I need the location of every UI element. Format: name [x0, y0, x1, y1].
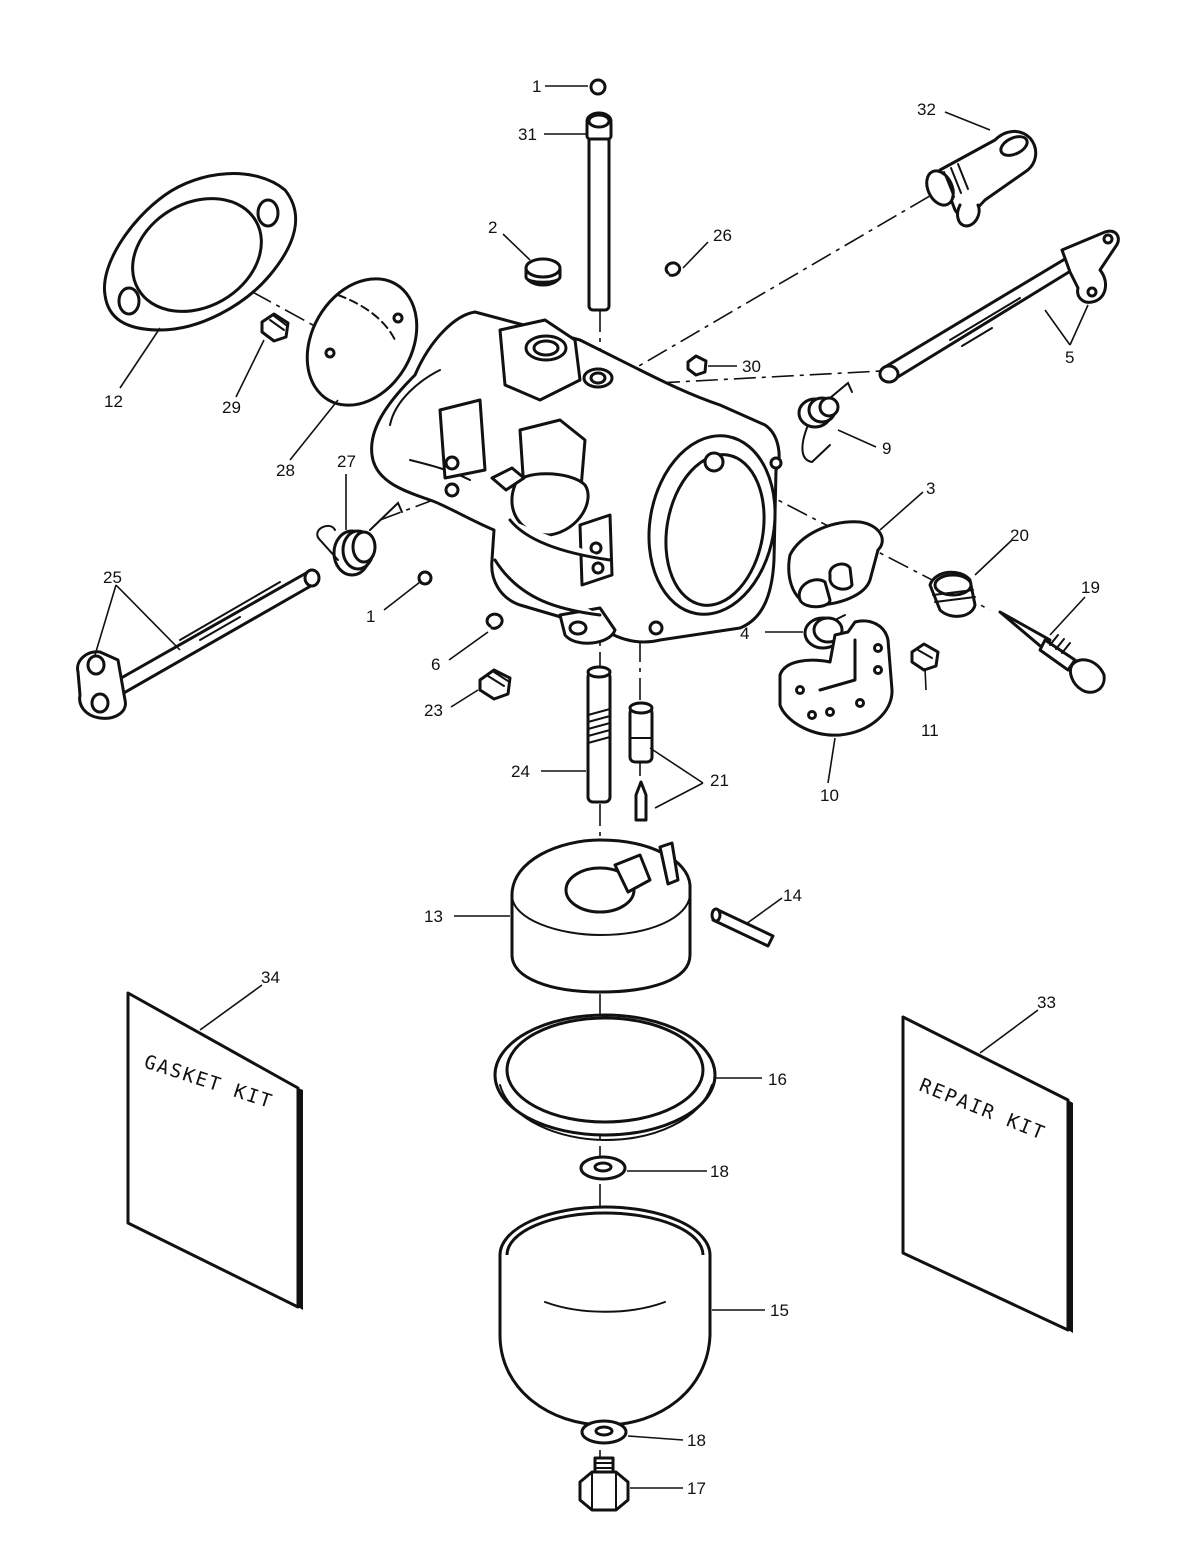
- callout-18-bottom: 18: [687, 1431, 706, 1450]
- callout-1-mid: 1: [366, 607, 375, 626]
- gasket-ring-part: [493, 1013, 717, 1142]
- callout-9: 9: [882, 439, 891, 458]
- callout-10: 10: [820, 786, 839, 805]
- clip-part-26: [664, 261, 682, 277]
- washer-part-18-bottom: [580, 1419, 628, 1445]
- callout-2: 2: [488, 218, 497, 237]
- gasket-flange-part: [102, 172, 298, 332]
- float-part: [510, 838, 692, 994]
- callout-34: 34: [261, 968, 280, 987]
- choke-shaft-part-left: [76, 568, 321, 720]
- screw-part-30: [686, 354, 708, 377]
- callout-16: 16: [768, 1070, 787, 1089]
- spring-part-27: [316, 501, 403, 577]
- callout-28: 28: [276, 461, 295, 480]
- float-bowl-part: [498, 1205, 712, 1427]
- callout-26: 26: [713, 226, 732, 245]
- clip-part-6: [485, 612, 504, 630]
- needle-screw-part: [998, 610, 1106, 694]
- callout-20: 20: [1010, 526, 1029, 545]
- callout-5: 5: [1065, 348, 1074, 367]
- cap-part-1-top: [589, 78, 607, 96]
- needle-valve-part: [628, 701, 654, 822]
- callout-32: 32: [917, 100, 936, 119]
- spring-part-9: [797, 381, 853, 464]
- callout-31: 31: [518, 125, 537, 144]
- cap-part-1-mid: [417, 570, 433, 586]
- fitting-part-20: [928, 570, 977, 618]
- callout-24: 24: [511, 762, 530, 781]
- callout-13: 13: [424, 907, 443, 926]
- tube-part-31: [585, 111, 613, 312]
- callout-1-top: 1: [532, 77, 541, 96]
- throttle-shaft-part-right: [878, 229, 1120, 384]
- callout-labels: 1 31 2 26 32 5 30 9 3 20 19 4 11 10 21 2…: [103, 77, 1100, 1498]
- screw-part-29: [260, 312, 290, 343]
- callout-18-top: 18: [710, 1162, 729, 1181]
- leader-lines: [94, 85, 1089, 1489]
- repair-kit-card: REPAIR KIT: [901, 1015, 1073, 1333]
- bracket-plate-part: [778, 619, 894, 737]
- screw-part-23: [478, 668, 512, 701]
- pin-part-24: [586, 665, 612, 804]
- callout-27: 27: [337, 452, 356, 471]
- callout-17: 17: [687, 1479, 706, 1498]
- hinge-pin-part: [710, 907, 775, 948]
- callout-21: 21: [710, 771, 729, 790]
- callout-3: 3: [926, 479, 935, 498]
- callout-12: 12: [104, 392, 123, 411]
- callout-23: 23: [424, 701, 443, 720]
- callout-19: 19: [1081, 578, 1100, 597]
- callout-11: 11: [921, 721, 939, 740]
- callout-15: 15: [770, 1301, 789, 1320]
- plug-part-2: [524, 257, 562, 287]
- callout-4: 4: [740, 624, 749, 643]
- washer-part-18-top: [579, 1155, 627, 1181]
- callout-14: 14: [783, 886, 802, 905]
- choke-plate-part: [787, 520, 884, 609]
- callout-6: 6: [431, 655, 440, 674]
- screw-part-11: [910, 642, 940, 672]
- carburetor-body-part: [370, 310, 783, 645]
- callout-33: 33: [1037, 993, 1056, 1012]
- drain-nut-part: [578, 1456, 630, 1512]
- callout-29: 29: [222, 398, 241, 417]
- callout-30: 30: [742, 357, 761, 376]
- callout-25: 25: [103, 568, 122, 587]
- gasket-kit-card: GASKET KIT: [126, 991, 303, 1310]
- elbow-fitting-part: [925, 130, 1038, 228]
- throttle-plate-part: [305, 277, 419, 407]
